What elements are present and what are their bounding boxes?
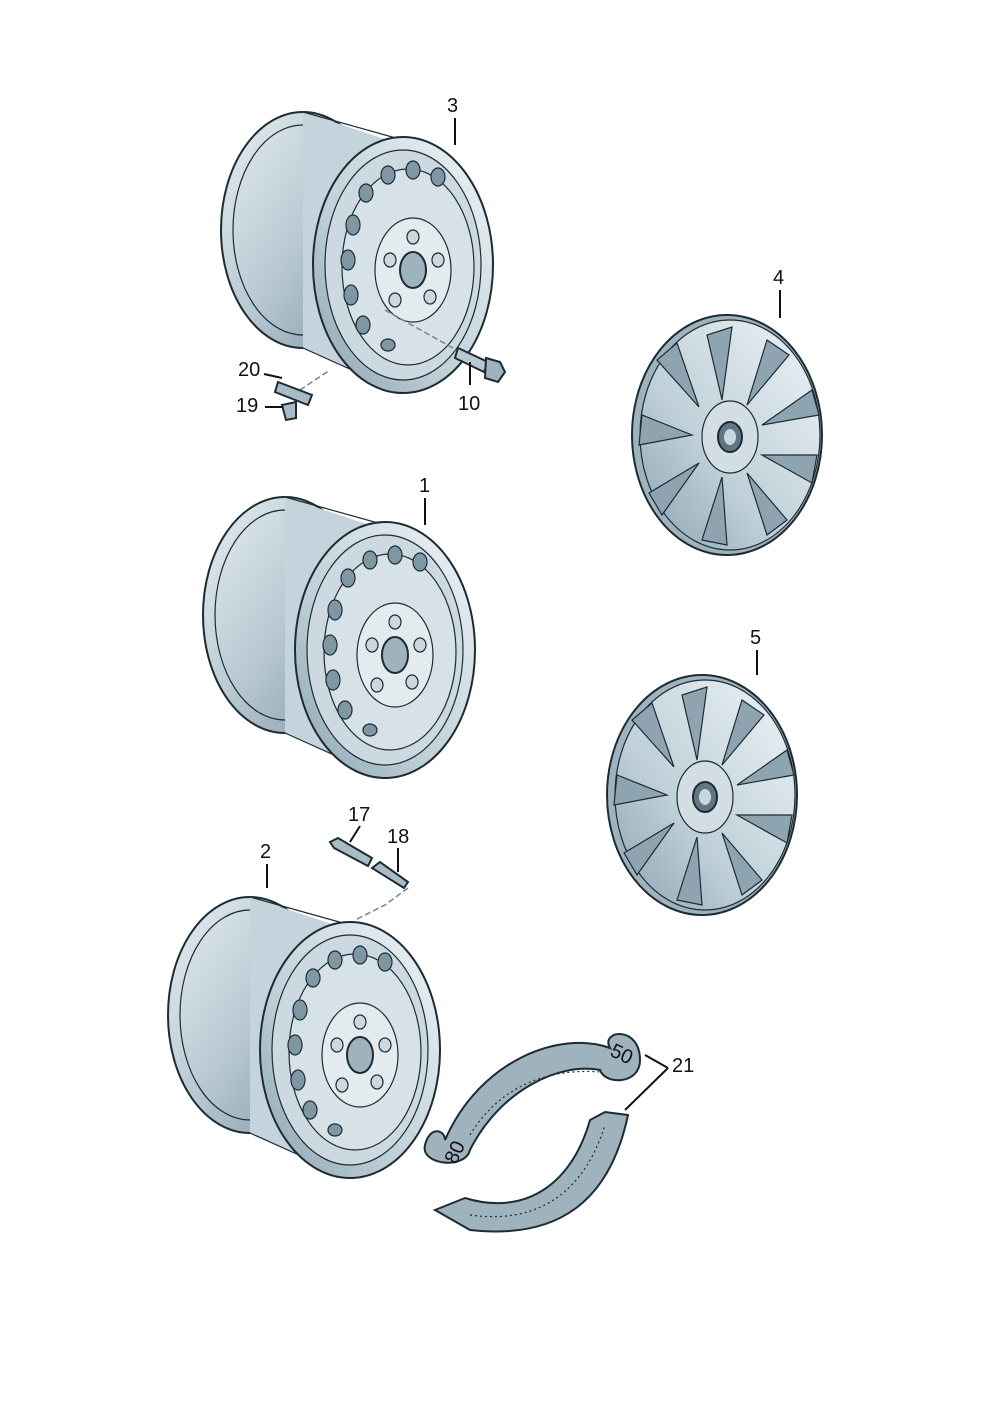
hubcap-4	[631, 314, 823, 556]
callout-17: 17	[348, 804, 370, 826]
steel-wheel-2	[167, 896, 441, 1179]
leader-lines	[263, 118, 781, 1111]
callout-10: 10	[458, 393, 480, 415]
callout-19: 19	[236, 395, 258, 417]
balance-weight-clip-19	[280, 400, 297, 422]
steel-wheel-1	[202, 496, 476, 779]
valve-17	[328, 836, 374, 868]
valve-18	[354, 860, 410, 921]
callout-4: 4	[773, 267, 784, 289]
weight-strips-21: 50 80	[423, 1033, 642, 1233]
balance-weight-20	[273, 369, 331, 407]
wheel-bolt	[384, 309, 507, 384]
callout-5: 5	[750, 627, 761, 649]
callout-2: 2	[260, 841, 271, 863]
callout-21: 21	[672, 1055, 694, 1077]
callout-3: 3	[447, 95, 458, 117]
callout-20: 20	[238, 359, 260, 381]
steel-wheel-3	[220, 111, 494, 394]
hubcap-5	[606, 674, 798, 916]
callout-18: 18	[387, 826, 409, 848]
callout-1: 1	[419, 475, 430, 497]
